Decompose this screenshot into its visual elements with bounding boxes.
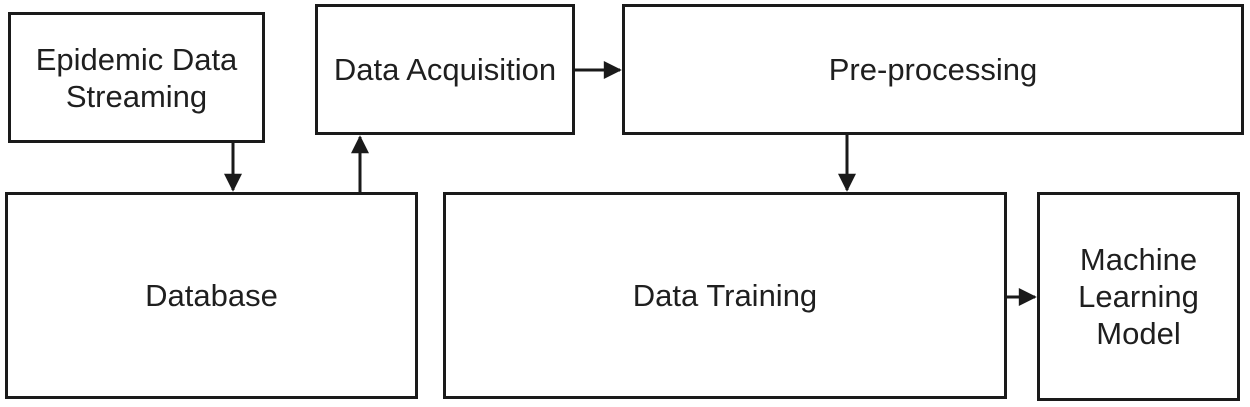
node-database: Database	[5, 192, 418, 399]
node-data-training: Data Training	[443, 192, 1007, 399]
node-machine-learning-model: Machine Learning Model	[1037, 192, 1240, 401]
node-data-training-label: Data Training	[632, 278, 818, 313]
node-pre-processing-label: Pre-processing	[828, 52, 1038, 87]
node-pre-processing: Pre-processing	[622, 4, 1244, 135]
node-data-acquisition-label: Data Acquisition	[333, 52, 557, 87]
node-database-label: Database	[145, 278, 278, 313]
node-epidemic-data-streaming-label: Epidemic Data Streaming	[35, 41, 238, 114]
node-epidemic-data-streaming: Epidemic Data Streaming	[8, 12, 265, 143]
node-machine-learning-model-label: Machine Learning Model	[1078, 242, 1199, 351]
node-data-acquisition: Data Acquisition	[315, 4, 575, 135]
